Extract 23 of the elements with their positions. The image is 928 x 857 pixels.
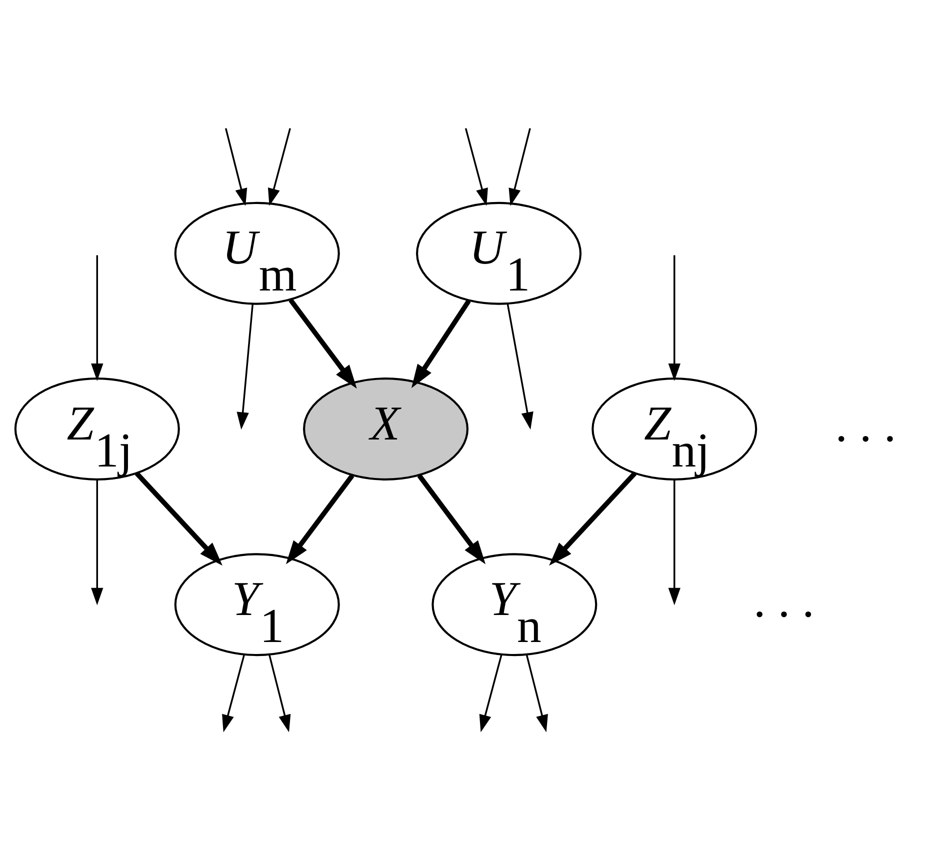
arrow xyxy=(508,128,531,206)
arrow xyxy=(286,474,354,564)
arrow xyxy=(91,479,104,605)
arrow xyxy=(222,654,246,732)
arrow xyxy=(91,254,104,380)
arrow xyxy=(549,471,637,566)
arrow xyxy=(464,128,488,206)
arrow xyxy=(668,254,680,380)
node-ellipse: X xyxy=(303,377,469,480)
label: . . . xyxy=(753,573,814,628)
arrow xyxy=(479,654,502,732)
arrow xyxy=(417,474,486,564)
arrow xyxy=(268,128,291,206)
arrow xyxy=(288,298,357,388)
arrow xyxy=(134,471,222,566)
arrow xyxy=(411,298,471,388)
arrow xyxy=(526,654,548,732)
label: . . . xyxy=(835,397,896,452)
arrow xyxy=(224,128,248,206)
arrow xyxy=(236,303,254,430)
arrow xyxy=(506,302,534,430)
arrow xyxy=(668,479,680,605)
arrow xyxy=(268,654,291,732)
